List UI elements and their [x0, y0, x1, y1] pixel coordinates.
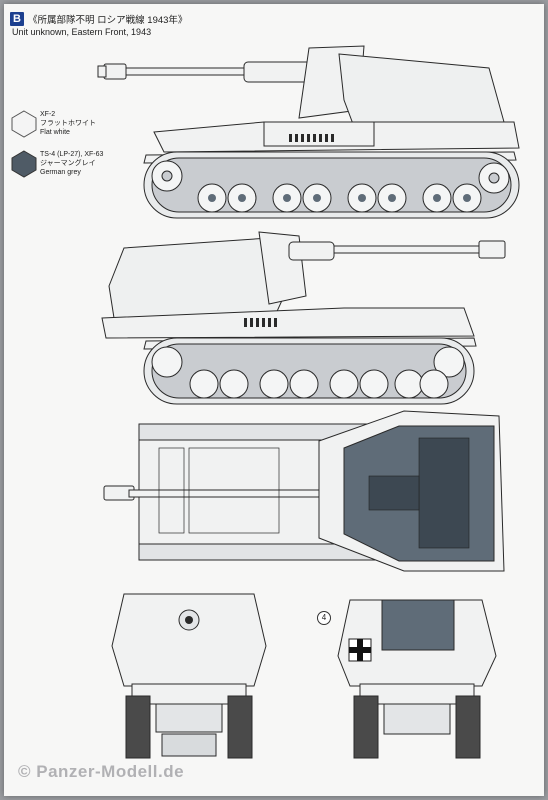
legend-code: XF-2: [40, 111, 56, 118]
legend-jp: フラットホワイト: [40, 120, 96, 127]
gun-cradle: [243, 61, 315, 83]
decal-callout: 4: [317, 611, 331, 625]
muzzle-brake: [103, 63, 127, 80]
open-compartment: [381, 599, 455, 651]
scheme-title-en: Unit unknown, Eastern Front, 1943: [12, 27, 152, 37]
shield-front: [111, 593, 267, 687]
hull: [101, 307, 475, 339]
instruction-sheet: B 《所属部隊不明 ロシア戦線 1943年》 Unit unknown, Eas…: [4, 4, 544, 796]
scheme-badge: B: [10, 12, 24, 26]
balkenkreuz-icon: [348, 638, 372, 662]
right-side-view: [101, 231, 506, 405]
front-view: [111, 593, 267, 759]
muzzle-brake: [478, 240, 506, 259]
hexagon-swatch-icon: [11, 150, 37, 178]
right-track-front: [227, 695, 253, 759]
legend-en: German grey: [40, 169, 81, 176]
superstructure: [108, 237, 285, 319]
top-view: [103, 410, 505, 572]
left-track-front: [125, 695, 151, 759]
legend-code: TS-4 (LP-27), XF-63: [40, 151, 104, 158]
scheme-title-jp: 《所属部隊不明 ロシア戦線 1943年》: [28, 15, 188, 26]
hexagon-swatch-icon: [11, 110, 37, 138]
legend-en: Flat white: [40, 129, 70, 136]
left-track-rear: [353, 695, 379, 759]
rear-view: [337, 599, 497, 759]
right-track-rear: [455, 695, 481, 759]
superstructure: [338, 53, 505, 133]
legend-jp: ジャーマングレイ: [40, 160, 96, 167]
watermark: © Panzer-Modell.de: [18, 762, 185, 781]
left-side-view: [97, 45, 520, 219]
